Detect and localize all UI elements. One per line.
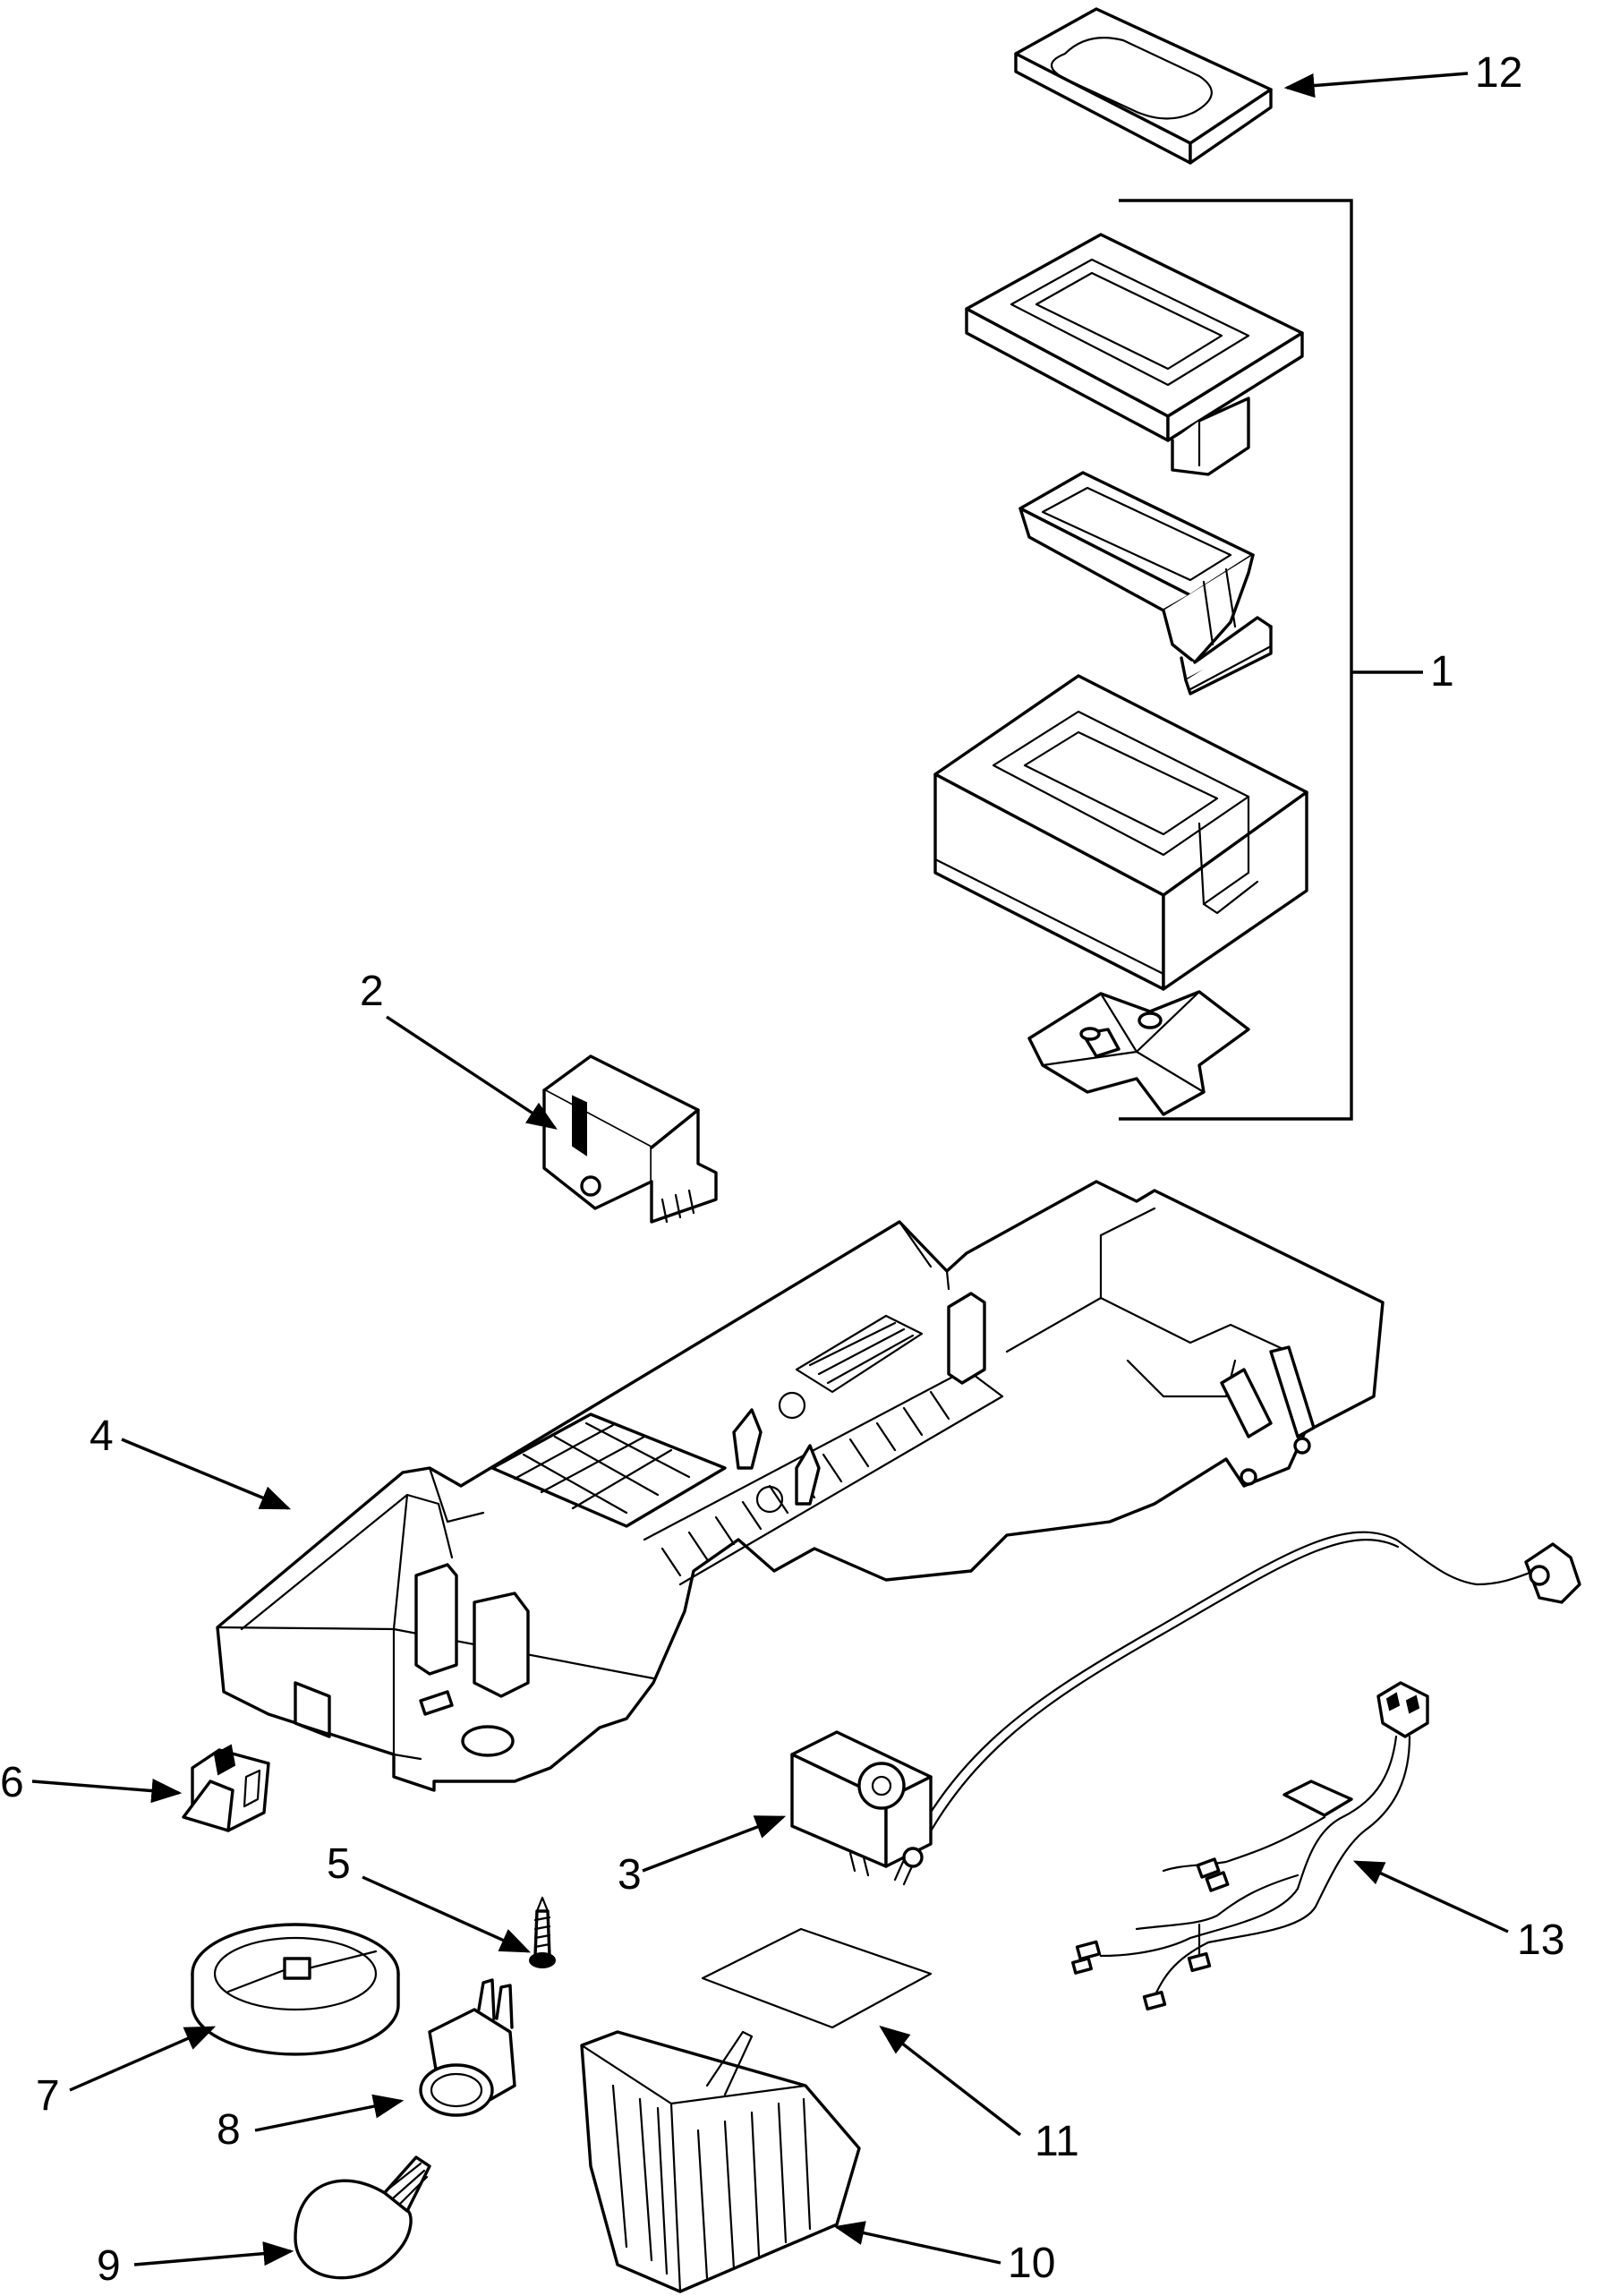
leader-lines (31, 72, 1509, 2266)
callout-6: 6 (0, 1759, 24, 1806)
callout-4: 4 (89, 1413, 114, 1460)
part-3-motor (790, 1730, 933, 1877)
leader-11 (879, 2025, 1022, 2137)
part-9-bulb (294, 2155, 431, 2280)
callout-11: 11 (1035, 2118, 1079, 2165)
leader-12 (1283, 72, 1469, 98)
callout-3: 3 (618, 1851, 642, 1899)
callout-13: 13 (1517, 1916, 1564, 1964)
part-7-knob (191, 1923, 400, 2056)
leader-9 (133, 2241, 294, 2266)
part-6-switch (182, 1744, 270, 1832)
leader-6 (31, 1779, 183, 1804)
callout-7: 7 (36, 2072, 60, 2120)
callout-2: 2 (360, 968, 384, 1015)
part-11-label (701, 1927, 933, 2029)
part-1-bin-housing (933, 674, 1308, 991)
leader-7 (69, 2026, 217, 2092)
callout-10: 10 (1008, 2240, 1055, 2287)
part-12-gasket (1014, 7, 1273, 165)
leader-13 (1352, 1860, 1509, 1933)
leader-10 (833, 2221, 1001, 2265)
sensor-cable (893, 1531, 1581, 1886)
leader-5 (362, 1875, 532, 1953)
leader-8 (254, 2094, 405, 2132)
part-5-screw (529, 1896, 556, 1968)
part-4-housing (216, 1180, 1385, 1792)
callout-12: 12 (1475, 49, 1522, 97)
part-1-auger-spider (1027, 990, 1250, 1116)
callout-1: 1 (1430, 648, 1454, 696)
part-8-lamp-socket (419, 1978, 516, 2117)
callout-5: 5 (327, 1840, 351, 1888)
part-10-basket (580, 2030, 861, 2293)
leader-2 (386, 1015, 558, 1130)
part-2-timer (542, 1054, 718, 1224)
callout-labels: 12 1 2 4 6 5 3 13 7 8 11 9 10 (0, 49, 1564, 2290)
leader-3 (642, 1815, 787, 1873)
callout-9: 9 (97, 2242, 121, 2290)
part-1-bracket (1119, 199, 1423, 1121)
leader-4 (121, 1438, 292, 1510)
part-1-chute-insert (1018, 471, 1273, 696)
part-13-harness (1071, 1681, 1429, 2011)
callout-8: 8 (217, 2106, 241, 2154)
part-1-top-frame (965, 233, 1304, 476)
